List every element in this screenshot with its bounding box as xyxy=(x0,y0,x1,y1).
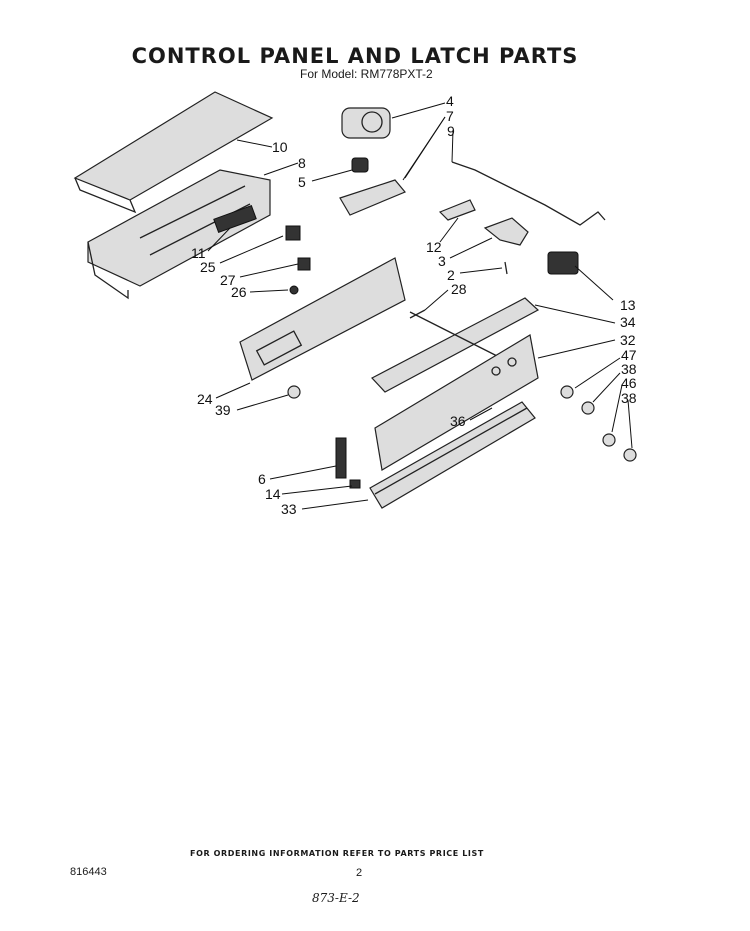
callout-34: 34 xyxy=(620,314,636,330)
callout-9: 9 xyxy=(447,123,455,139)
callout-6: 6 xyxy=(258,471,266,487)
screw-26-part xyxy=(289,285,299,295)
callout-32: 32 xyxy=(620,332,636,348)
latch-part xyxy=(483,217,529,246)
callout-27: 27 xyxy=(220,272,236,288)
callout-13: 13 xyxy=(620,297,636,313)
callout-8: 8 xyxy=(298,155,306,171)
rail-part xyxy=(371,297,540,393)
callout-47: 47 xyxy=(621,347,637,363)
bracket-part xyxy=(339,179,406,216)
part-27 xyxy=(297,257,311,271)
ordering-note: FOR ORDERING INFORMATION REFER TO PARTS … xyxy=(190,849,484,858)
knob-38b-part xyxy=(623,448,637,462)
callout-33: 33 xyxy=(281,501,297,517)
part-14 xyxy=(349,479,361,489)
callout-28: 28 xyxy=(451,281,467,297)
latch-cover-part xyxy=(547,251,579,275)
knob-39-part xyxy=(287,385,301,399)
callout-25: 25 xyxy=(200,259,216,275)
callout-2: 2 xyxy=(447,267,455,283)
callout-5: 5 xyxy=(298,174,306,190)
callout-11: 11 xyxy=(191,245,206,261)
callout-26: 26 xyxy=(231,284,247,300)
callout-38b: 38 xyxy=(621,390,637,406)
knob-46-part xyxy=(602,433,616,447)
callout-10: 10 xyxy=(272,139,288,155)
knob-47-part xyxy=(560,385,574,399)
switch-25-part xyxy=(285,225,301,241)
model-subtitle: For Model: RM778PXT-2 xyxy=(300,67,433,81)
page-number: 2 xyxy=(356,867,363,879)
motor-part xyxy=(341,107,391,139)
switch-part xyxy=(213,204,257,234)
handwritten-code: 873-E-2 xyxy=(312,891,360,905)
callout-38: 38 xyxy=(621,361,637,377)
callout-3: 3 xyxy=(438,253,446,269)
latch-hook-part xyxy=(438,199,476,221)
callout-24: 24 xyxy=(197,391,213,407)
callout-7: 7 xyxy=(446,108,454,124)
screw-part xyxy=(504,261,508,275)
callout-46: 46 xyxy=(621,375,637,391)
part-6 xyxy=(335,437,347,479)
latch-rod-part xyxy=(451,161,606,226)
callout-39: 39 xyxy=(215,402,231,418)
callout-36: 36 xyxy=(450,413,466,429)
trim-part xyxy=(369,401,536,509)
clip-part xyxy=(351,157,369,173)
document-number: 816443 xyxy=(70,866,107,878)
part-28 xyxy=(409,309,426,319)
top-cover-part xyxy=(73,91,274,201)
callout-14: 14 xyxy=(265,486,281,502)
callout-4: 4 xyxy=(446,93,454,109)
left-panel-part xyxy=(239,257,406,381)
control-housing-part xyxy=(87,169,271,287)
page-title: CONTROL PANEL AND LATCH PARTS xyxy=(131,44,579,68)
panel-face-part xyxy=(374,334,539,471)
callout-12: 12 xyxy=(426,239,442,255)
knob-38-part xyxy=(581,401,595,415)
